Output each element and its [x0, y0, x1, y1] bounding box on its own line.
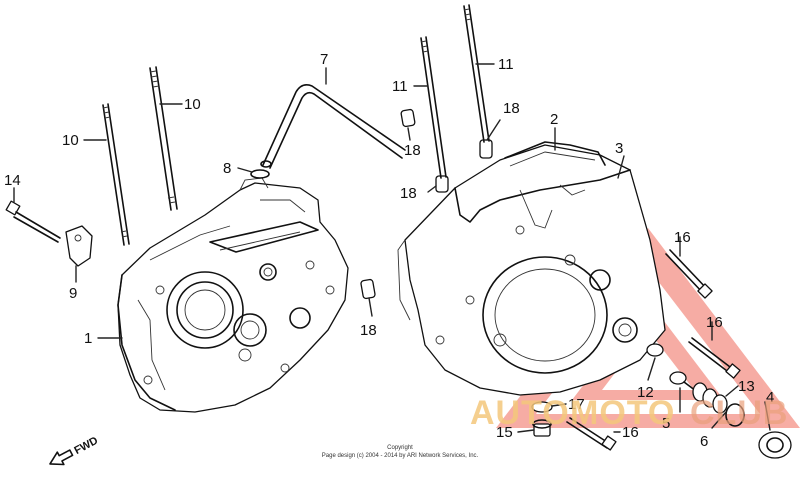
- clip-8: [250, 169, 270, 179]
- label-part-3: 3: [615, 140, 623, 157]
- copyright-line-2: Page design (c) 2004 - 2014 by ARI Netwo…: [322, 453, 479, 459]
- label-part-11-left: 11: [392, 78, 408, 95]
- label-part-18-top: 18: [404, 142, 421, 159]
- label-part-10-right: 10: [184, 96, 201, 113]
- label-part-13: 13: [738, 378, 755, 395]
- bracket-9: [65, 225, 93, 267]
- drain-plug-15: [532, 419, 552, 437]
- right-crankcase: [397, 144, 666, 396]
- label-part-9: 9: [69, 285, 77, 302]
- dowel-pin-18-center: [360, 278, 376, 300]
- stud-bolt-10-left: [102, 103, 130, 246]
- dowel-pin-18-mid: [435, 175, 449, 193]
- label-part-14: 14: [4, 172, 21, 189]
- copyright-notice: Copyright Page design (c) 2004 - 2014 by…: [322, 445, 479, 459]
- o-ring-6: [725, 403, 745, 427]
- label-part-10-left: 10: [62, 132, 79, 149]
- label-part-16-middle: 16: [706, 314, 723, 331]
- stud-bolt-11-right: [463, 4, 490, 143]
- watermark-club: CLUB: [690, 394, 788, 432]
- label-part-16-lower: 16: [622, 424, 639, 441]
- gasket-2: [504, 141, 606, 167]
- part-labels: 1 2 3 4 5 6 7 8 9 10 10 11 11 12 13 14 1…: [4, 51, 774, 450]
- dowel-pin-18-right: [479, 139, 493, 159]
- spring-13: [692, 382, 728, 414]
- label-part-18-center: 18: [360, 322, 377, 339]
- plug-5: [669, 371, 701, 395]
- breather-tube: [260, 84, 406, 169]
- label-part-18-right: 18: [503, 100, 520, 117]
- label-part-12: 12: [637, 384, 654, 401]
- cap-4: [758, 431, 792, 459]
- fwd-arrow: FWD: [49, 435, 100, 466]
- oil-seal-12: [646, 343, 664, 357]
- stud-bolt-10-right: [149, 66, 178, 211]
- watermark-moto: MOTO: [570, 394, 675, 432]
- label-part-7: 7: [320, 51, 328, 68]
- dowel-pin-18-top: [400, 108, 416, 128]
- label-part-15: 15: [496, 424, 513, 441]
- label-part-5: 5: [662, 415, 670, 432]
- label-part-18-mid: 18: [400, 185, 417, 202]
- watermark-text: AUTO MOTO CLUB: [470, 394, 788, 432]
- label-part-4: 4: [766, 389, 774, 406]
- label-part-2: 2: [550, 111, 558, 128]
- watermark-auto: AUTO: [470, 394, 570, 432]
- bolt-16-upper: [665, 249, 713, 299]
- label-part-11-right: 11: [498, 56, 514, 73]
- label-part-16-upper: 16: [674, 229, 691, 246]
- fwd-label: FWD: [72, 435, 100, 457]
- label-part-1: 1: [84, 330, 92, 347]
- left-crankcase: [117, 177, 349, 413]
- leader-lines: [13, 63, 771, 433]
- copyright-line-1: Copyright: [387, 445, 413, 451]
- label-part-8: 8: [223, 160, 231, 177]
- label-part-17: 17: [568, 396, 585, 413]
- label-part-6: 6: [700, 433, 708, 450]
- bolt-16-middle: [688, 337, 741, 379]
- bolt-14: [5, 200, 61, 243]
- stud-bolt-11-left: [420, 36, 447, 179]
- bolt-16-lower: [566, 417, 617, 451]
- washer-17: [531, 401, 553, 413]
